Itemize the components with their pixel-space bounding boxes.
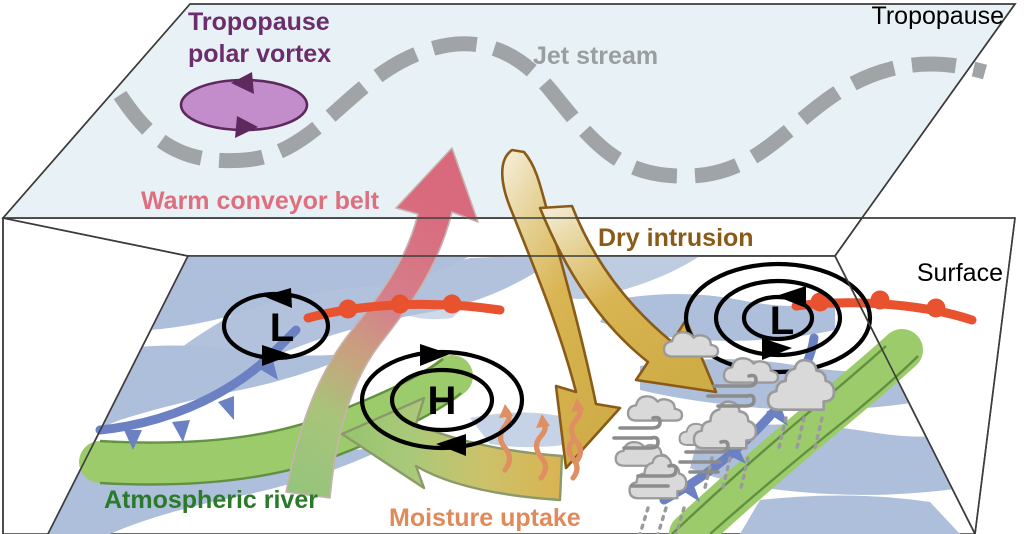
low-left-arrow-bottom (262, 345, 292, 366)
warm-conveyor-belt-arrow (285, 147, 479, 499)
label-polar-vortex-line2: polar vortex (188, 40, 331, 68)
warm-front-left (303, 294, 505, 323)
pressure-system-low-left: L (221, 288, 331, 366)
dry-intrusion-arrow (500, 148, 622, 470)
label-jet-stream: Jet stream (533, 42, 658, 70)
cold-front-left (95, 325, 301, 450)
label-atmospheric-river: Atmospheric river (104, 486, 318, 514)
polar-vortex-arrow-top (231, 72, 254, 94)
high-center-arrow-bottom (436, 434, 466, 456)
high-center-arrow-top (420, 344, 450, 366)
low-left-arrow-top (263, 288, 292, 308)
label-surface: Surface (917, 259, 1003, 287)
low-right-arrow-top (776, 286, 806, 308)
wind-icon (612, 373, 758, 488)
polar-vortex-arrow-bottom (235, 116, 258, 138)
label-polar-vortex-line1: Tropopause (188, 8, 330, 36)
jet-stream (113, 36, 988, 184)
tropopause-polar-vortex (179, 72, 309, 138)
cold-front-left-line (95, 325, 301, 435)
pressure-system-low-right: L (683, 261, 873, 375)
warm-conveyor-belt (285, 147, 479, 499)
pressure-system-high-center: H (359, 344, 525, 456)
box-edges-overlay (2, 3, 1017, 534)
label-dry-intrusion: Dry intrusion (598, 224, 754, 252)
labels: Tropopause Surface Tropopause polar vort… (104, 2, 1004, 532)
label-moisture-uptake: Moisture uptake (389, 504, 581, 532)
weather-symbols (612, 331, 836, 534)
label-tropopause: Tropopause (872, 2, 1005, 30)
jet-stream-path (113, 36, 988, 184)
low-right-symbol: L (770, 299, 794, 343)
rain-icon (638, 416, 824, 534)
high-center-symbol: H (428, 379, 457, 423)
label-warm-conveyor-belt: Warm conveyor belt (141, 187, 380, 215)
warm-front-right (791, 290, 977, 325)
low-left-symbol: L (270, 306, 294, 350)
moisture-uptake-squiggles (497, 398, 585, 481)
low-right-arrow-bottom (762, 338, 792, 360)
